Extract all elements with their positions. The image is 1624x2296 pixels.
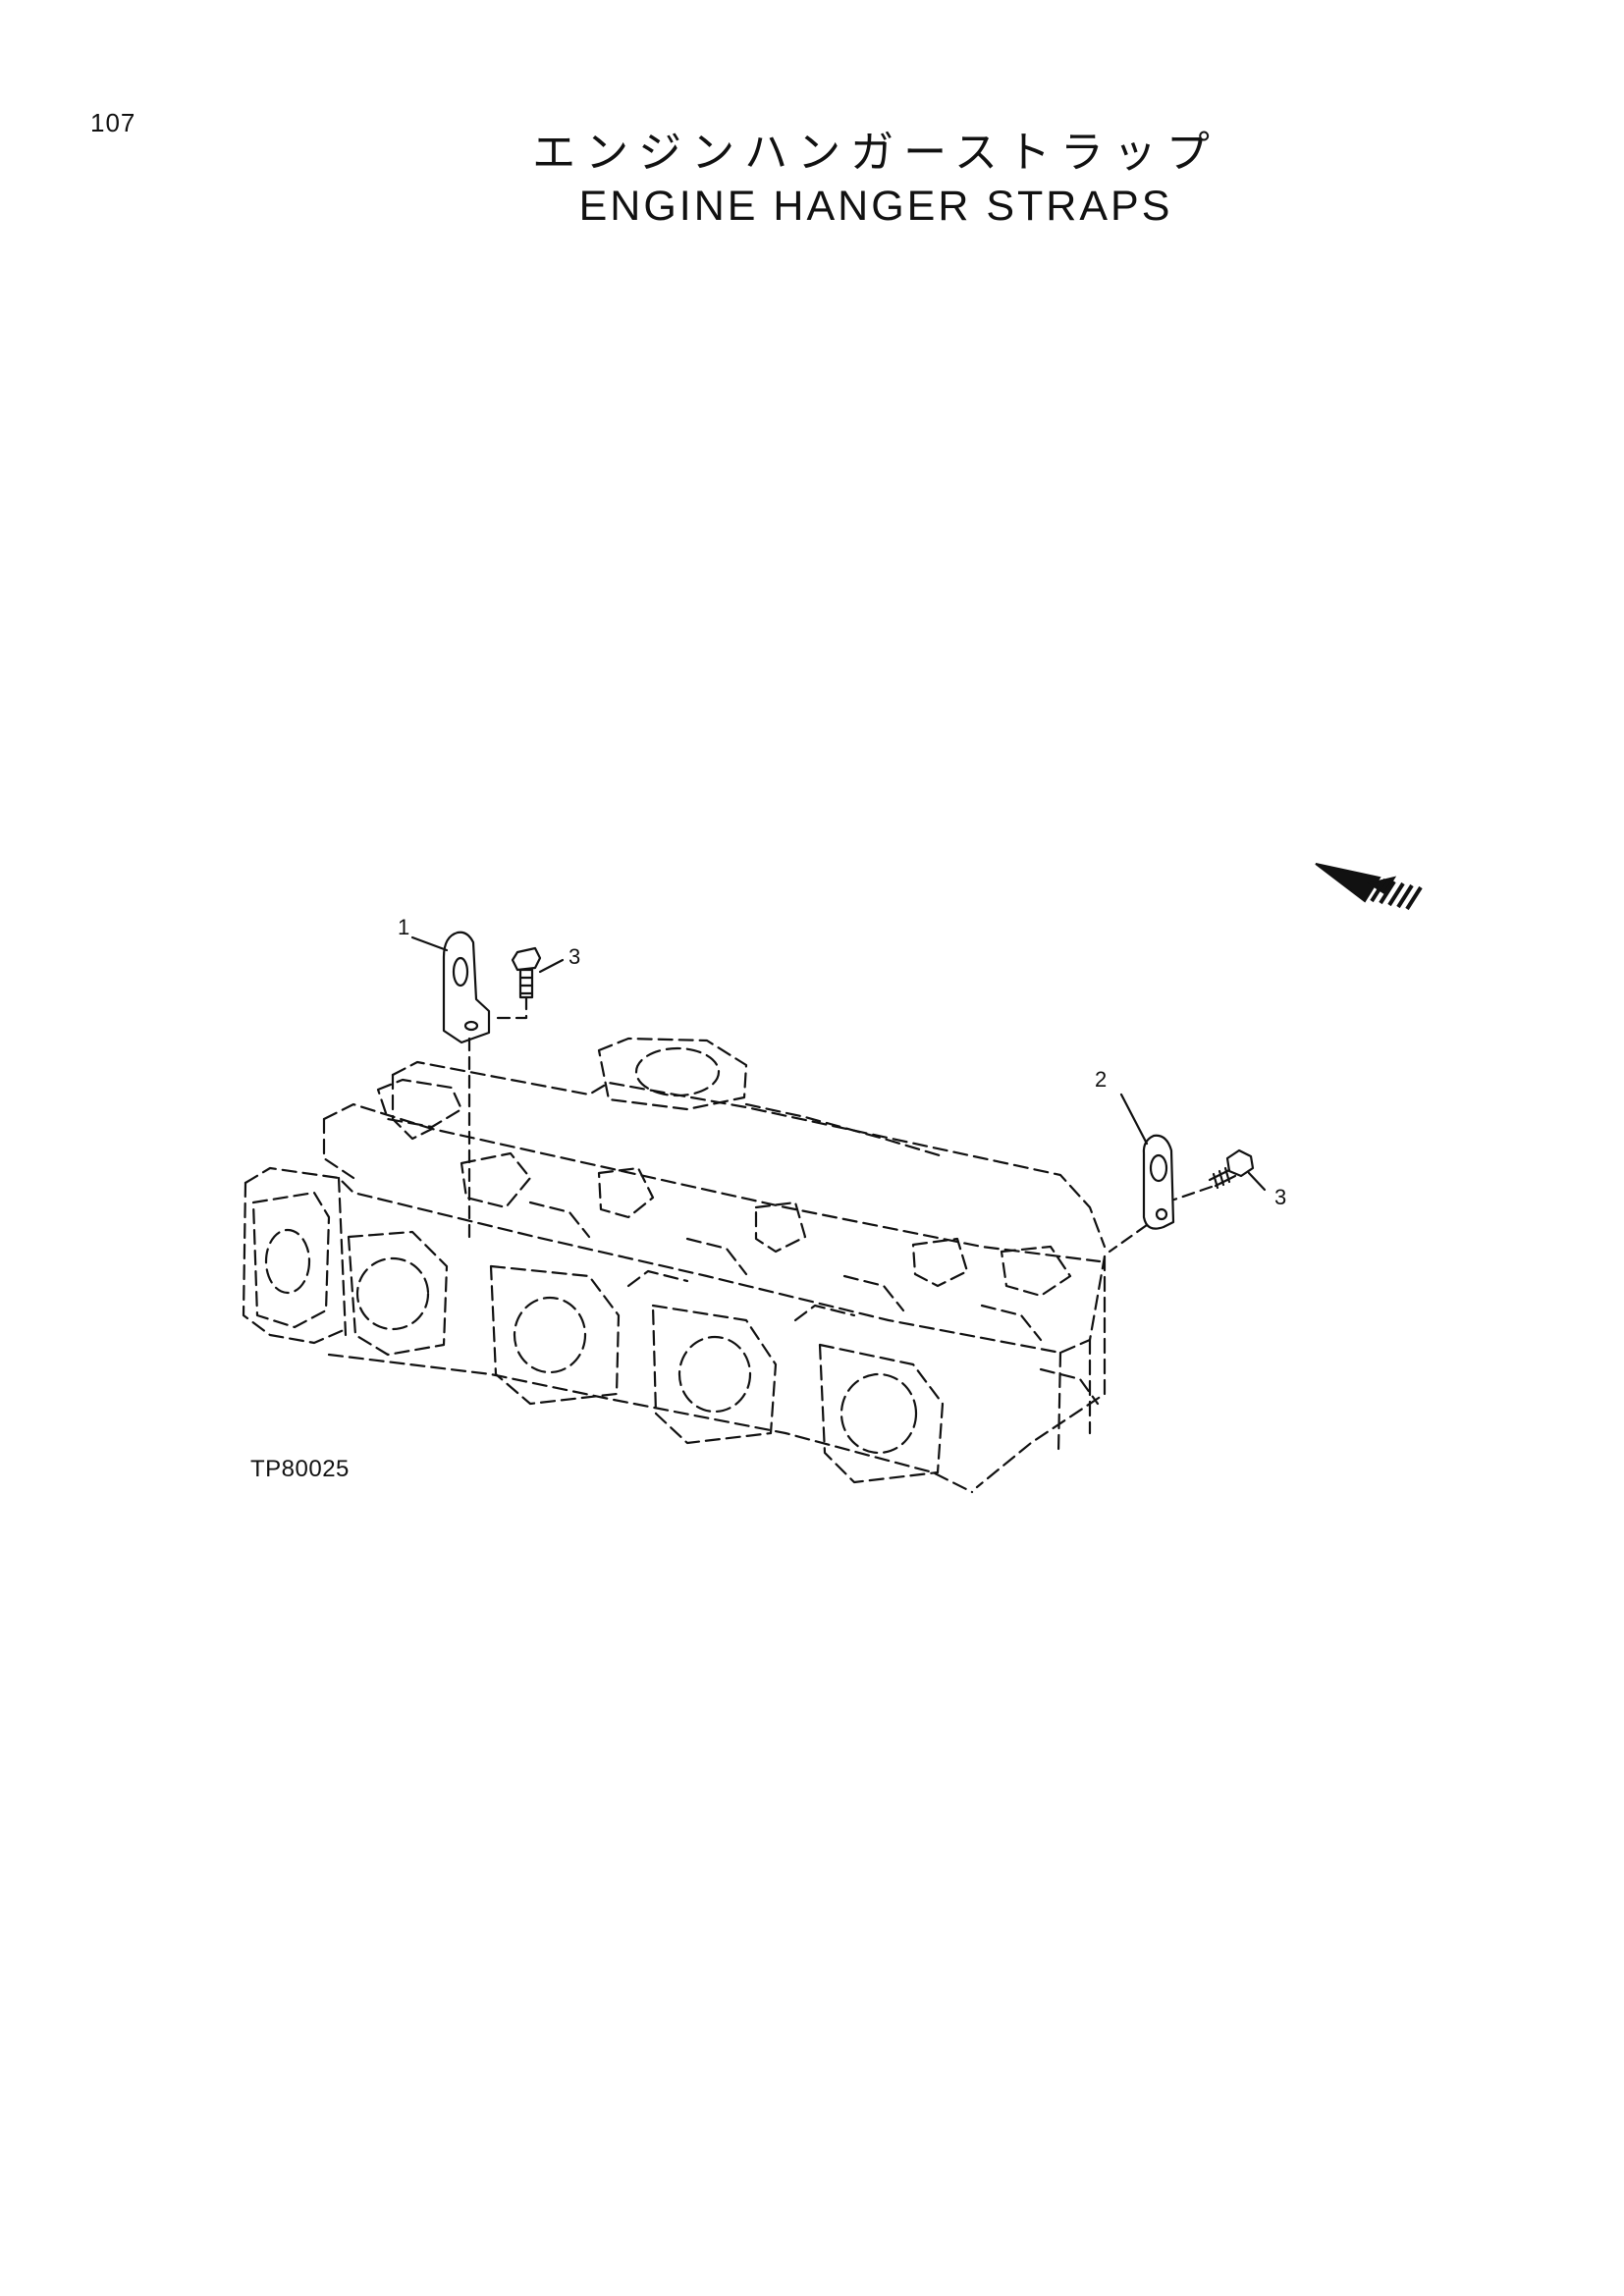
title-block: エンジンハンガーストラップ ENGINE HANGER STRAPS: [0, 126, 1624, 232]
page-number: 107: [90, 108, 136, 137]
assembly-lines: [410, 935, 1267, 1192]
callout-label: 1: [398, 915, 409, 939]
hanger-strap-1: [442, 931, 491, 1044]
hanger-strap-2: [1142, 1134, 1175, 1230]
callout-label: 3: [1274, 1185, 1286, 1209]
dashed-alignment-lines: [467, 995, 1214, 1254]
page-title-japanese: エンジンハンガーストラップ: [532, 128, 1219, 178]
page-title: ENGINE HANGER STRAPS: [578, 183, 1173, 230]
cylinder-head-outline: [242, 1037, 1107, 1494]
bolt-3-left: [511, 946, 542, 999]
callout-label: 3: [568, 944, 580, 969]
callout-label: 2: [1095, 1067, 1107, 1092]
front-direction-arrow-icon: [1315, 863, 1423, 911]
figure-code: TP80025: [250, 1456, 350, 1482]
bolt-3-right: [1208, 1148, 1255, 1190]
